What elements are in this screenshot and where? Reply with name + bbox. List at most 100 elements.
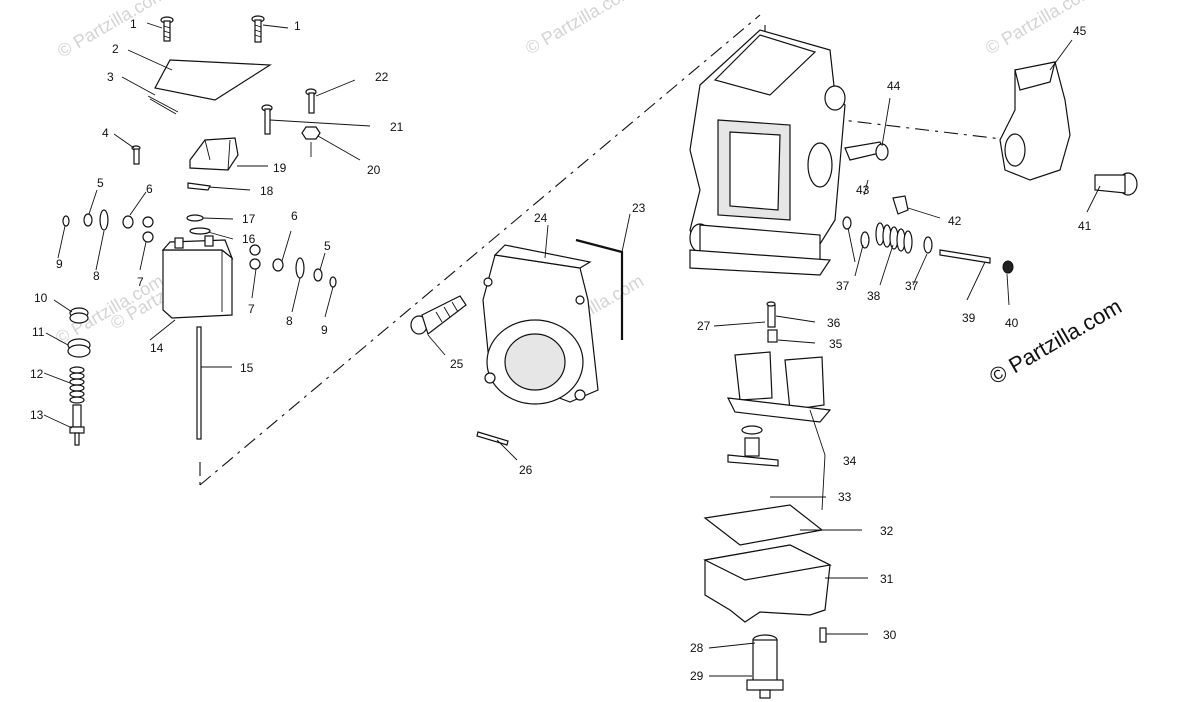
throttle-slide	[161, 235, 234, 319]
callout-6: 6	[146, 182, 153, 196]
callout-16: 16	[242, 232, 256, 246]
washer-part-37	[860, 231, 870, 249]
callout-2: 2	[112, 42, 119, 56]
cap-part-11	[67, 338, 91, 358]
screw-part-4	[131, 145, 141, 165]
throttle-bracket	[189, 137, 239, 171]
callout-13: 13	[30, 408, 44, 422]
callout-4: 4	[102, 126, 109, 140]
link-part-8	[99, 209, 109, 231]
callout-7: 7	[248, 302, 255, 316]
callout-39: 39	[962, 311, 976, 325]
callout-3: 3	[107, 70, 114, 84]
throttle-housing	[999, 61, 1071, 181]
jet-part-35	[767, 329, 778, 343]
callout-21: 21	[390, 120, 404, 134]
callout-34: 34	[843, 454, 857, 468]
callout-9: 9	[321, 323, 328, 337]
callout-8: 8	[286, 314, 293, 328]
idle-screw	[1094, 172, 1138, 196]
jet-needle	[196, 326, 202, 440]
washer-part-5	[313, 268, 323, 282]
callout-1: 1	[294, 19, 301, 33]
callout-labels: 1 1 2 3 4 5 5 6 6 7 7 8 8 9 9 10 11 12 1…	[30, 17, 1092, 683]
callout-17: 17	[242, 212, 256, 226]
nut-part-10	[69, 307, 89, 324]
washer-part-37	[923, 236, 933, 254]
bushing-part-7	[249, 258, 261, 270]
intake-flange	[482, 244, 599, 405]
pin-part	[476, 431, 509, 446]
screw-part-1	[160, 16, 174, 42]
callout-37: 37	[905, 279, 919, 293]
ball-part	[1002, 260, 1014, 274]
spring-part-12	[69, 366, 85, 404]
screw-part-30	[819, 627, 827, 643]
carburetor-body	[689, 29, 846, 276]
callout-14: 14	[150, 341, 164, 355]
callout-5: 5	[97, 176, 104, 190]
callout-23: 23	[632, 201, 646, 215]
float-assembly	[726, 351, 832, 467]
retaining-clip	[187, 182, 211, 191]
callout-27: 27	[697, 319, 711, 333]
cap-part-42	[892, 195, 909, 215]
callout-36: 36	[827, 316, 841, 330]
cover-plate	[154, 59, 272, 101]
callout-45: 45	[1073, 24, 1087, 38]
callout-19: 19	[273, 161, 287, 175]
bowl-gasket	[703, 504, 824, 546]
shaft-part	[939, 249, 991, 264]
drain-plug	[746, 634, 784, 699]
watermark-text: © Partzilla.com	[522, 0, 637, 58]
callout-15: 15	[240, 361, 254, 375]
nut-part-20	[301, 126, 321, 140]
gasket-part	[147, 95, 179, 115]
callout-1: 1	[130, 17, 137, 31]
callout-6: 6	[291, 209, 298, 223]
callout-26: 26	[519, 463, 533, 477]
bushing-part-7	[142, 231, 154, 243]
clip-part-6	[272, 258, 284, 272]
float-bowl	[703, 544, 832, 623]
callout-9: 9	[56, 257, 63, 271]
callout-12: 12	[30, 367, 44, 381]
flange-bolt	[410, 295, 467, 335]
partzilla-watermark: © Partzilla.com	[985, 294, 1126, 390]
callout-43: 43	[856, 183, 870, 197]
callout-7: 7	[137, 275, 144, 289]
o-ring-part	[189, 227, 211, 235]
callout-8: 8	[93, 269, 100, 283]
adjuster-screw-part	[69, 404, 85, 446]
callout-29: 29	[690, 669, 704, 683]
washer-part-9	[62, 215, 70, 227]
jet-part-36	[766, 301, 776, 328]
callout-41: 41	[1078, 219, 1092, 233]
callout-31: 31	[880, 572, 894, 586]
washer-part-5	[83, 213, 93, 227]
callout-22: 22	[375, 70, 389, 84]
leader-lines	[43, 22, 1101, 677]
washer-part-43	[842, 216, 852, 230]
callout-32: 32	[880, 524, 894, 538]
callout-35: 35	[829, 337, 843, 351]
callout-44: 44	[887, 79, 901, 93]
screw-part-21	[261, 104, 273, 135]
clip-part-6	[122, 215, 134, 229]
callout-38: 38	[867, 289, 881, 303]
bushing-part-7	[249, 244, 261, 256]
callout-11: 11	[32, 325, 45, 339]
callout-33: 33	[838, 490, 852, 504]
fuel-fitting	[844, 141, 889, 161]
callout-20: 20	[367, 163, 381, 177]
callout-5: 5	[324, 239, 331, 253]
link-part-8	[295, 257, 305, 279]
screw-part-22	[305, 88, 317, 114]
callout-42: 42	[948, 214, 962, 228]
callout-10: 10	[34, 291, 48, 305]
callout-25: 25	[450, 357, 464, 371]
callout-24: 24	[534, 211, 548, 225]
e-clip-part	[186, 214, 204, 222]
callout-18: 18	[260, 184, 274, 198]
